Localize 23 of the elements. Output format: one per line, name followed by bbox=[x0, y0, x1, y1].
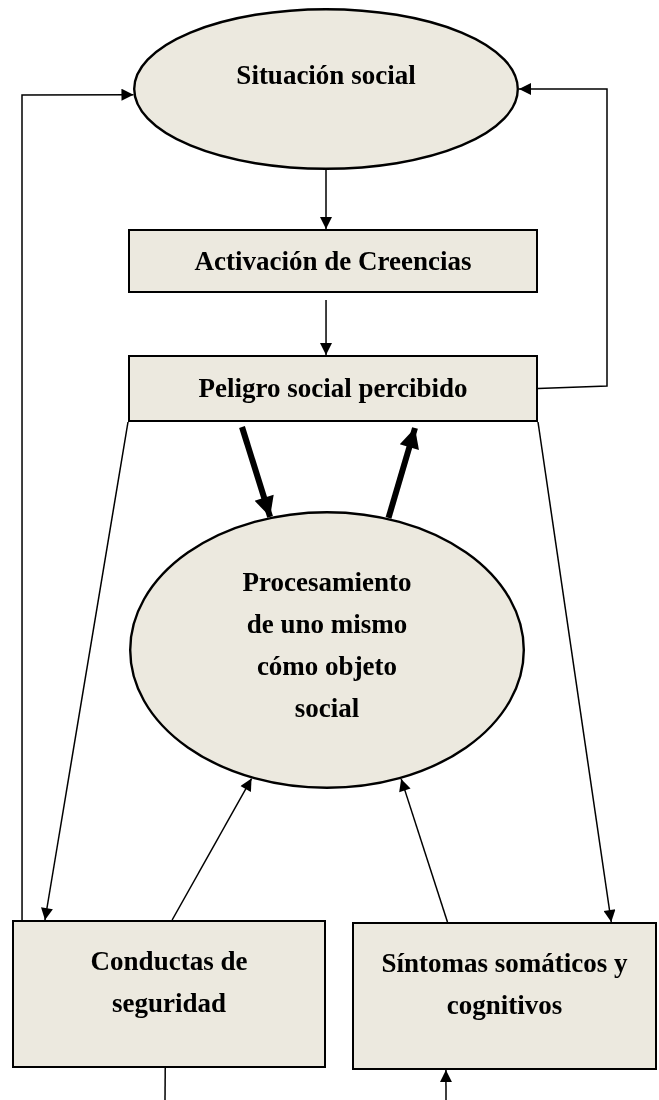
arrow bbox=[21, 88, 135, 921]
arrow bbox=[171, 777, 253, 921]
ellipse-node bbox=[133, 8, 519, 170]
arrow bbox=[518, 83, 608, 390]
arrow bbox=[320, 299, 333, 356]
process-box bbox=[128, 229, 538, 293]
arrow bbox=[385, 427, 419, 519]
arrow bbox=[537, 421, 616, 923]
node-label: Situación social bbox=[236, 59, 416, 92]
ellipse-node bbox=[129, 511, 525, 789]
node-label: Peligro social percibido bbox=[198, 372, 468, 405]
arrow bbox=[439, 1069, 452, 1100]
arrow bbox=[41, 421, 129, 921]
node-label: Procesamiento de uno mismo cómo objeto social bbox=[241, 566, 413, 725]
arrow bbox=[239, 426, 274, 518]
arrow bbox=[320, 169, 332, 230]
process-box bbox=[128, 355, 538, 422]
node-label: Síntomas somáticos y cognitivos bbox=[380, 947, 629, 1022]
node-label: Activación de Creencias bbox=[194, 245, 472, 278]
arrow bbox=[399, 778, 449, 923]
process-box bbox=[352, 922, 657, 1070]
node-label: Conductas de seguridad bbox=[89, 945, 249, 1020]
process-box bbox=[12, 920, 326, 1068]
